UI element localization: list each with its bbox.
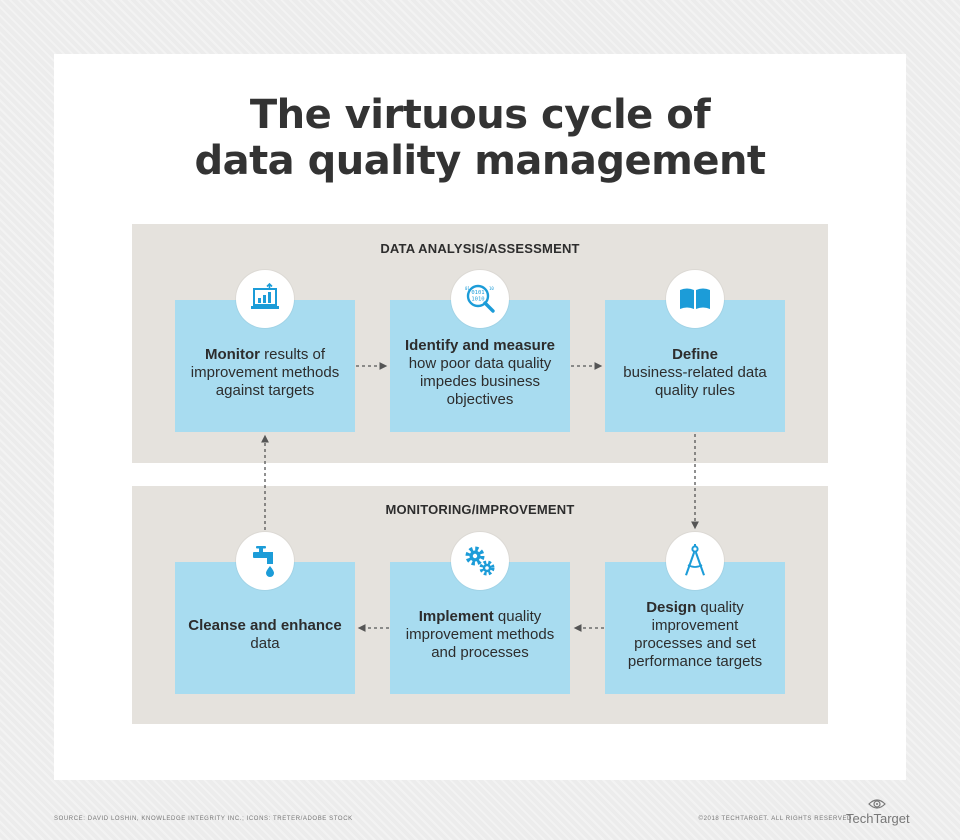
- svg-text:01: 01: [465, 286, 470, 291]
- step-monitor-bold: Monitor: [204, 346, 260, 363]
- svg-text:10: 10: [489, 286, 494, 291]
- step-implement-bold: Implement: [418, 608, 494, 625]
- step-cleanse-bold: Cleanse and enhance: [188, 617, 342, 634]
- brand-logo: TechTarget: [846, 797, 910, 829]
- panel-label-data-analysis: DATA ANALYSIS/ASSESSMENT: [380, 241, 580, 256]
- chart-laptop-icon: [236, 270, 294, 328]
- svg-text:1010: 1010: [471, 297, 484, 303]
- eye-logo-icon: [868, 799, 886, 809]
- page-title: The virtuous cycle of data quality manag…: [54, 92, 906, 184]
- open-book-icon: [666, 270, 724, 328]
- step-cleanse-text: data: [250, 635, 280, 652]
- step-monitor-text: results of improvement methods against t…: [190, 346, 340, 399]
- copyright-notice: ©2018 TECHTARGET. ALL RIGHTS RESERVED: [698, 816, 852, 822]
- panel-label-monitoring: MONITORING/IMPROVEMENT: [385, 502, 575, 517]
- svg-text:0101: 0101: [471, 290, 484, 296]
- faucet-drop-icon: [236, 532, 294, 590]
- gears-icon: [451, 532, 509, 590]
- source-credit: SOURCE: DAVID LOSHIN, KNOWLEDGE INTEGRIT…: [54, 816, 353, 822]
- step-define-bold: Define: [672, 346, 718, 363]
- compass-icon: [666, 532, 724, 590]
- step-identify-text: how poor data quality impedes business o…: [408, 355, 552, 408]
- step-design-bold: Design: [646, 599, 697, 616]
- brand-name: TechTarget: [846, 811, 910, 826]
- step-design-text: quality improvement processes and set pe…: [627, 599, 763, 670]
- title-line-2: data quality management: [194, 138, 766, 184]
- binary-magnifier-icon: 0101 1010 01 10: [451, 270, 509, 328]
- step-define-text: business-related data quality rules: [623, 364, 767, 399]
- title-line-1: The virtuous cycle of: [249, 92, 711, 138]
- step-implement-text: quality improvement methods and processe…: [405, 608, 555, 661]
- step-identify-bold: Identify and measure: [404, 337, 556, 354]
